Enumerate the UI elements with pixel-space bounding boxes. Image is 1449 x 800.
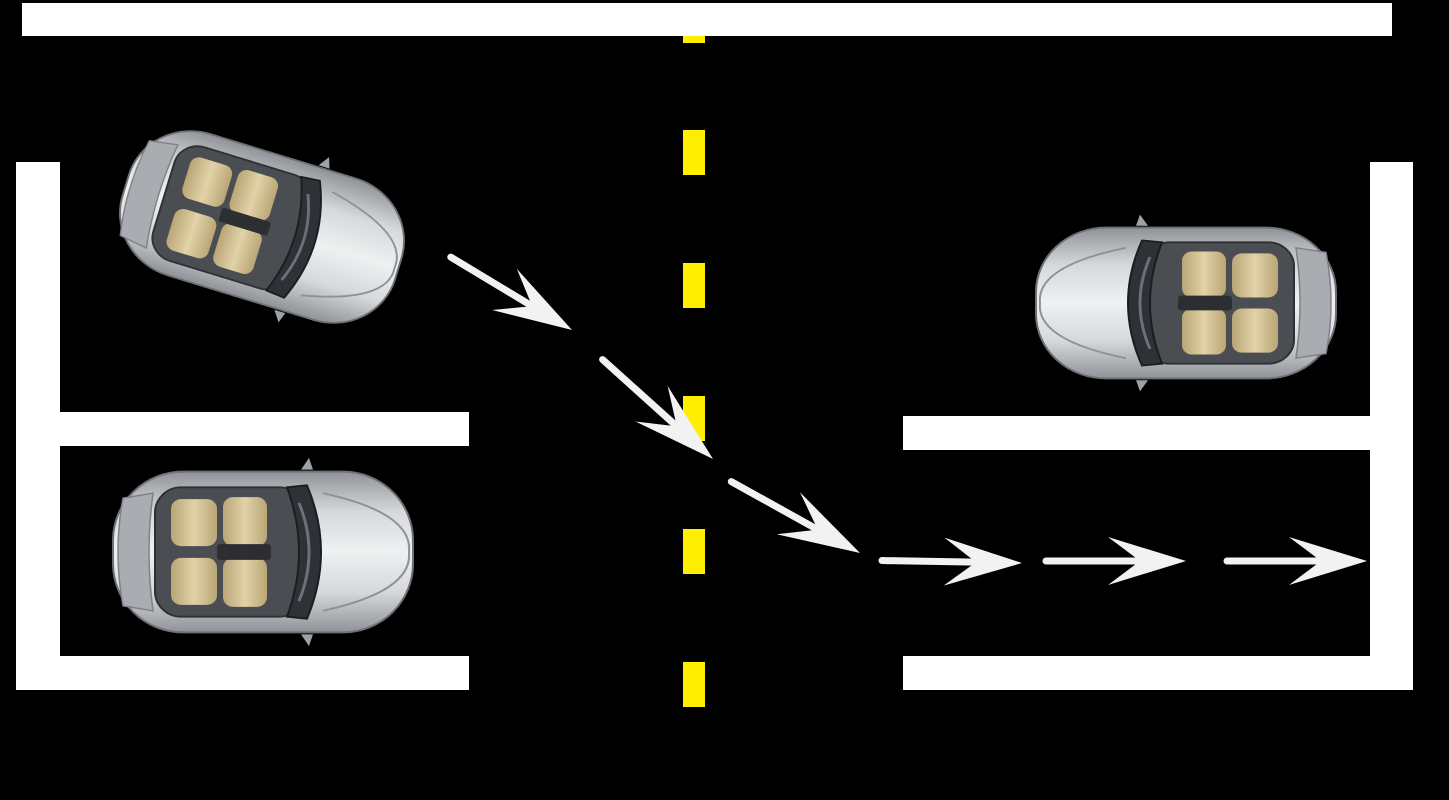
left-divider-line xyxy=(16,412,469,446)
arrow-icon xyxy=(882,537,1023,587)
arrow-icon xyxy=(720,461,872,574)
left-parking-spaces xyxy=(16,162,469,690)
center-dash xyxy=(683,36,705,43)
arrow-icon xyxy=(1227,537,1367,585)
arrow-icon xyxy=(587,342,729,477)
center-dash xyxy=(683,130,705,175)
right-divider-line xyxy=(903,416,1413,450)
car-exiting xyxy=(99,101,425,353)
car-parked-right xyxy=(1034,213,1338,393)
arrow-icon xyxy=(1046,537,1186,585)
left-bottom-line xyxy=(16,656,469,690)
center-dash xyxy=(683,529,705,574)
arrow-icon xyxy=(438,237,584,351)
right-bottom-line xyxy=(903,656,1413,690)
center-dashed-line xyxy=(683,36,705,707)
right-parking-spaces xyxy=(903,162,1413,690)
center-dash xyxy=(683,263,705,308)
top-boundary-line xyxy=(22,3,1392,36)
center-dash xyxy=(683,662,705,707)
car-parked-left xyxy=(111,456,415,648)
